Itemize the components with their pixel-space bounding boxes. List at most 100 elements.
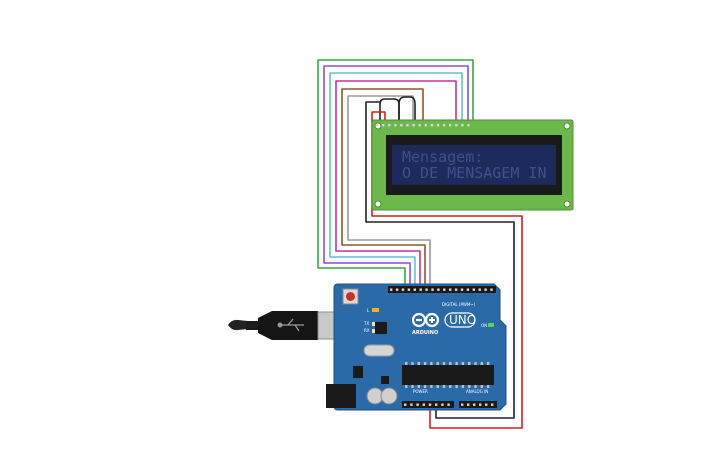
digital-pin[interactable] bbox=[407, 288, 411, 291]
chip-leg bbox=[474, 362, 477, 365]
wire-green[interactable] bbox=[317, 59, 474, 290]
lcd-pin[interactable] bbox=[375, 124, 379, 127]
chip-leg bbox=[430, 362, 433, 365]
lcd-pin[interactable] bbox=[430, 124, 434, 127]
voltage-regulator bbox=[353, 366, 363, 378]
usb-cable-tail bbox=[228, 319, 248, 331]
chip-leg bbox=[455, 385, 458, 388]
wire-black-lcd-side[interactable] bbox=[365, 125, 515, 419]
tx-label: TX bbox=[363, 321, 369, 326]
digital-pin[interactable] bbox=[425, 288, 428, 291]
digital-pin[interactable] bbox=[419, 288, 422, 291]
lcd-pin[interactable] bbox=[467, 124, 470, 127]
lcd-line-1: Mensagem: bbox=[402, 148, 483, 166]
lcd-pin[interactable] bbox=[449, 124, 452, 127]
lcd-pin[interactable] bbox=[424, 124, 427, 127]
power-pin[interactable] bbox=[441, 403, 444, 406]
power-header[interactable] bbox=[402, 401, 454, 408]
lcd-module[interactable]: Mensagem: O DE MENSAGEM IN bbox=[371, 119, 574, 211]
crystal bbox=[363, 344, 395, 357]
lcd-pin[interactable] bbox=[412, 124, 415, 127]
regulator-2 bbox=[381, 376, 389, 384]
on-led bbox=[488, 323, 494, 327]
wire-purple[interactable] bbox=[323, 65, 469, 290]
lcd-pin[interactable] bbox=[418, 124, 421, 127]
arduino-uno-board[interactable]: DIGITAL (PWM~) L TX RX ARDUINO UNO ON bbox=[326, 283, 507, 411]
digital-pin[interactable] bbox=[466, 288, 470, 291]
chip-leg bbox=[468, 362, 471, 365]
usb-chip bbox=[375, 322, 387, 334]
digital-pin[interactable] bbox=[478, 288, 481, 291]
analog-pin[interactable] bbox=[485, 403, 488, 406]
analog-pin[interactable] bbox=[461, 403, 464, 406]
brand-label: ARDUINO bbox=[412, 330, 438, 336]
lcd-pin[interactable] bbox=[442, 124, 446, 127]
wire-red-lcd-top[interactable] bbox=[371, 111, 386, 125]
usb-cable[interactable] bbox=[228, 311, 339, 340]
lcd-pin[interactable] bbox=[400, 124, 403, 127]
chip-leg bbox=[417, 385, 420, 388]
digital-pin[interactable] bbox=[401, 288, 405, 291]
power-pin[interactable] bbox=[416, 403, 419, 406]
power-jack[interactable] bbox=[326, 384, 356, 408]
digital-pin[interactable] bbox=[460, 288, 464, 291]
analog-pin[interactable] bbox=[479, 403, 482, 406]
digital-pin[interactable] bbox=[390, 288, 393, 291]
power-pin[interactable] bbox=[428, 403, 432, 406]
chip-leg bbox=[480, 362, 483, 365]
l-led bbox=[372, 308, 379, 312]
chip-leg bbox=[417, 362, 420, 365]
power-pin[interactable] bbox=[410, 403, 413, 406]
lcd-pin[interactable] bbox=[406, 124, 409, 127]
chip-leg bbox=[423, 385, 427, 388]
lcd-pin[interactable] bbox=[388, 124, 391, 127]
wire-magenta[interactable] bbox=[335, 80, 457, 290]
digital-header[interactable] bbox=[388, 286, 496, 293]
wire-cyan[interactable] bbox=[329, 72, 463, 290]
l-led-label: L bbox=[367, 308, 370, 313]
chip-leg bbox=[423, 362, 427, 365]
digital-pin[interactable] bbox=[413, 288, 416, 291]
chip-leg bbox=[480, 385, 483, 388]
analog-pin[interactable] bbox=[473, 403, 476, 406]
wire-gray[interactable] bbox=[347, 95, 431, 290]
chip-leg bbox=[436, 385, 439, 388]
digital-pin[interactable] bbox=[449, 288, 452, 291]
power-pin[interactable] bbox=[422, 403, 425, 406]
power-pin[interactable] bbox=[435, 403, 438, 406]
digital-pin[interactable] bbox=[484, 288, 487, 291]
lcd-mount-hole-br bbox=[563, 200, 571, 208]
digital-pin[interactable] bbox=[431, 288, 434, 291]
chip-leg bbox=[486, 362, 490, 365]
digital-pin[interactable] bbox=[472, 288, 475, 291]
lcd-mount-hole-tr bbox=[563, 122, 571, 130]
wire-black-lcd-gnd[interactable] bbox=[365, 101, 380, 125]
analog-pin[interactable] bbox=[491, 403, 494, 406]
chip-leg bbox=[405, 385, 408, 388]
chip-leg bbox=[461, 362, 465, 365]
digital-pin[interactable] bbox=[443, 288, 446, 291]
wire-black-loop-2[interactable] bbox=[398, 96, 416, 125]
lcd-pin[interactable] bbox=[381, 124, 385, 127]
digital-pin[interactable] bbox=[454, 288, 458, 291]
analog-header[interactable] bbox=[459, 401, 497, 408]
wire-brown[interactable] bbox=[341, 88, 426, 290]
lcd-pin[interactable] bbox=[436, 124, 440, 127]
digital-pin[interactable] bbox=[395, 288, 399, 291]
analog-pin[interactable] bbox=[467, 403, 470, 406]
lcd-pin[interactable] bbox=[394, 124, 397, 127]
lcd-pin[interactable] bbox=[461, 124, 464, 127]
chip-leg bbox=[461, 385, 465, 388]
power-pin[interactable] bbox=[447, 403, 450, 406]
on-label: ON bbox=[481, 323, 487, 328]
lcd-header-pins bbox=[375, 124, 470, 127]
reset-button[interactable] bbox=[346, 292, 355, 301]
digital-pin[interactable] bbox=[437, 288, 440, 291]
atmega-chip bbox=[402, 365, 494, 385]
chip-leg bbox=[474, 385, 477, 388]
digital-pin[interactable] bbox=[490, 288, 493, 291]
lcd-pin[interactable] bbox=[455, 124, 458, 127]
atmega-chip-legs bbox=[405, 362, 490, 388]
power-pin[interactable] bbox=[404, 403, 407, 406]
